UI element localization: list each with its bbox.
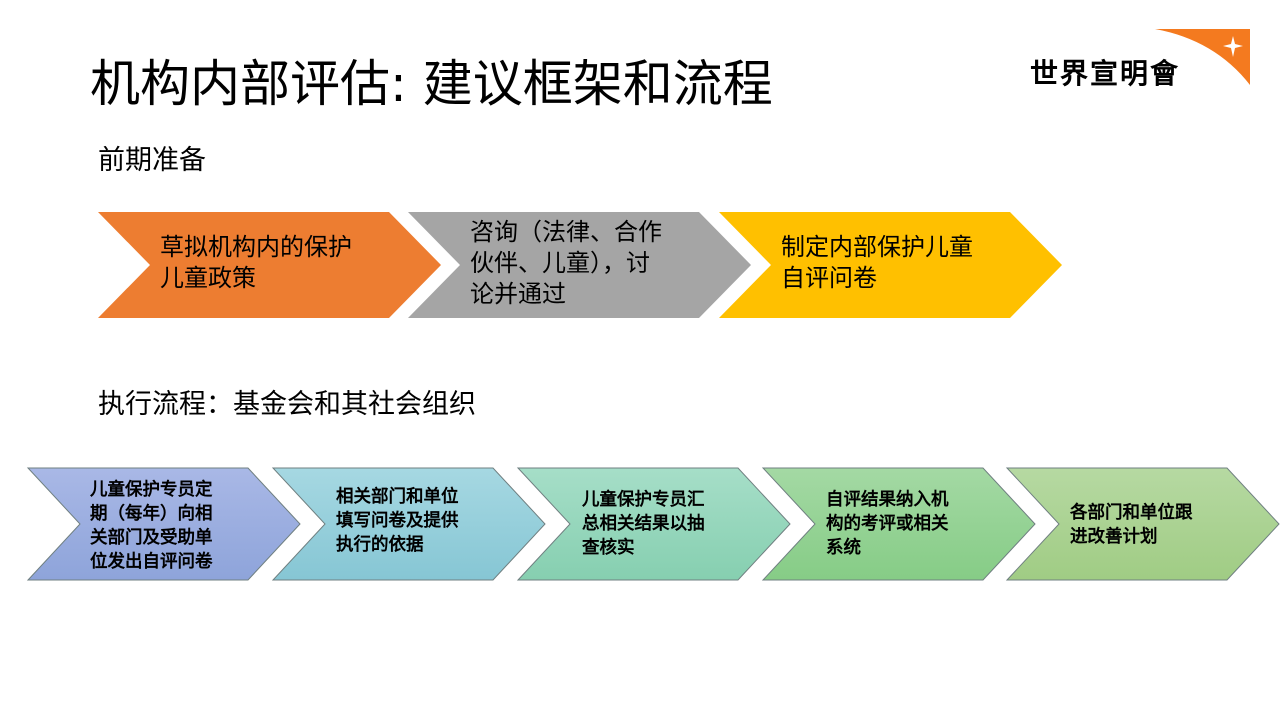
process-step-4-chevron: [761, 467, 1036, 581]
line: 进改善计划: [1070, 527, 1158, 547]
line: 自评问卷: [781, 264, 877, 292]
process-step-1-chevron: [26, 467, 301, 581]
prep-step-3-text: 制定内部保护儿童 自评问卷: [781, 232, 973, 294]
process-step-4-text: 自评结果纳入机 构的考评或相关 系统: [826, 488, 949, 560]
line: 儿童保护专员定: [90, 480, 213, 500]
line: 制定内部保护儿童: [781, 233, 973, 261]
line: 构的考评或相关: [826, 514, 949, 534]
line: 填写问卷及提供: [336, 511, 459, 531]
line: 系统: [826, 538, 861, 558]
process-step-2-chevron: [271, 467, 546, 581]
prep-step-3-chevron: [719, 212, 1062, 318]
line: 草拟机构内的保护: [160, 233, 352, 261]
line: 伙伴、儿童），讨: [470, 249, 650, 277]
process-step-5-text: 各部门和单位跟 进改善计划: [1070, 501, 1193, 549]
process-step-1-text: 儿童保护专员定 期（每年）向相 关部门及受助单 位发出自评问卷: [90, 478, 213, 574]
prep-step-1-text: 草拟机构内的保护 儿童政策: [160, 232, 352, 294]
page-title: 机构内部评估: 建议框架和流程: [90, 55, 773, 113]
process-step-5-chevron: [1005, 467, 1280, 581]
line: 执行的依据: [336, 535, 424, 555]
star-icon: [1223, 36, 1243, 57]
process-step-3-chevron: [516, 467, 791, 581]
logo-mark: [1155, 29, 1250, 85]
line: 期（每年）向相: [90, 504, 213, 524]
line: 儿童保护专员汇: [582, 490, 705, 510]
line: 位发出自评问卷: [90, 552, 213, 572]
logo-text: 世界宣明會: [1030, 57, 1181, 90]
process-heading: 执行流程：基金会和其社会组织: [98, 389, 476, 420]
line: 各部门和单位跟: [1070, 503, 1193, 523]
line: 自评结果纳入机: [826, 490, 949, 510]
line: 总相关结果以抽: [582, 514, 705, 534]
prep-step-2-text: 咨询（法律、合作 伙伴、儿童），讨 论并通过: [470, 217, 662, 310]
line: 查核实: [582, 538, 635, 558]
line: 论并通过: [470, 280, 566, 308]
prep-step-1-chevron: [98, 212, 441, 318]
line: 咨询（法律、合作: [470, 218, 662, 246]
line: 关部门及受助单: [90, 528, 213, 548]
line: 儿童政策: [160, 264, 256, 292]
prep-step-2-chevron: [408, 212, 751, 318]
process-step-2-text: 相关部门和单位 填写问卷及提供 执行的依据: [336, 485, 459, 557]
process-step-3-text: 儿童保护专员汇 总相关结果以抽 查核实: [582, 488, 705, 560]
prep-heading: 前期准备: [98, 145, 206, 176]
line: 相关部门和单位: [336, 487, 459, 507]
